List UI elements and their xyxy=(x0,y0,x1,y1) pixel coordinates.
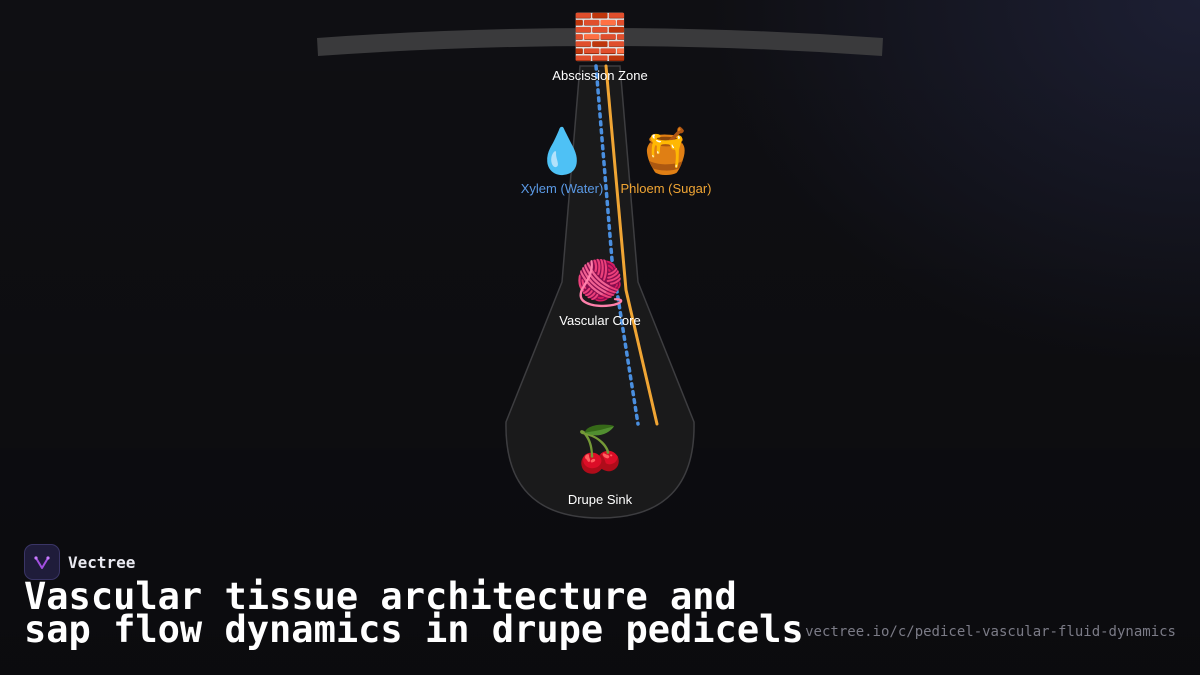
page-title: Vascular tissue architecture and sap flo… xyxy=(24,575,804,651)
brand[interactable]: Vectree xyxy=(24,544,135,580)
pedicel-outline xyxy=(505,65,695,519)
brick-icon: 🧱 xyxy=(572,12,628,63)
vascular-core-label: Vascular Core xyxy=(559,313,641,328)
cherry-icon: 🍒 xyxy=(572,424,628,475)
phloem-flow-line xyxy=(604,64,659,426)
phloem-label: Phloem (Sugar) xyxy=(620,181,712,196)
brand-name: Vectree xyxy=(68,552,136,572)
source-url[interactable]: vectree.io/c/pedicel-vascular-fluid-dyna… xyxy=(805,624,1176,640)
honey-pot-icon: 🍯 xyxy=(638,126,694,177)
branch xyxy=(317,28,883,56)
xylem-label: Xylem (Water) xyxy=(520,181,604,196)
abscission-zone-label: Abscission Zone xyxy=(552,68,648,83)
yarn-ball-icon: 🧶 xyxy=(572,258,628,309)
vectree-logo-icon xyxy=(24,544,60,580)
xylem-flow-line xyxy=(594,64,640,426)
water-drop-icon: 💧 xyxy=(534,126,590,177)
drupe-sink-label: Drupe Sink xyxy=(567,492,633,507)
